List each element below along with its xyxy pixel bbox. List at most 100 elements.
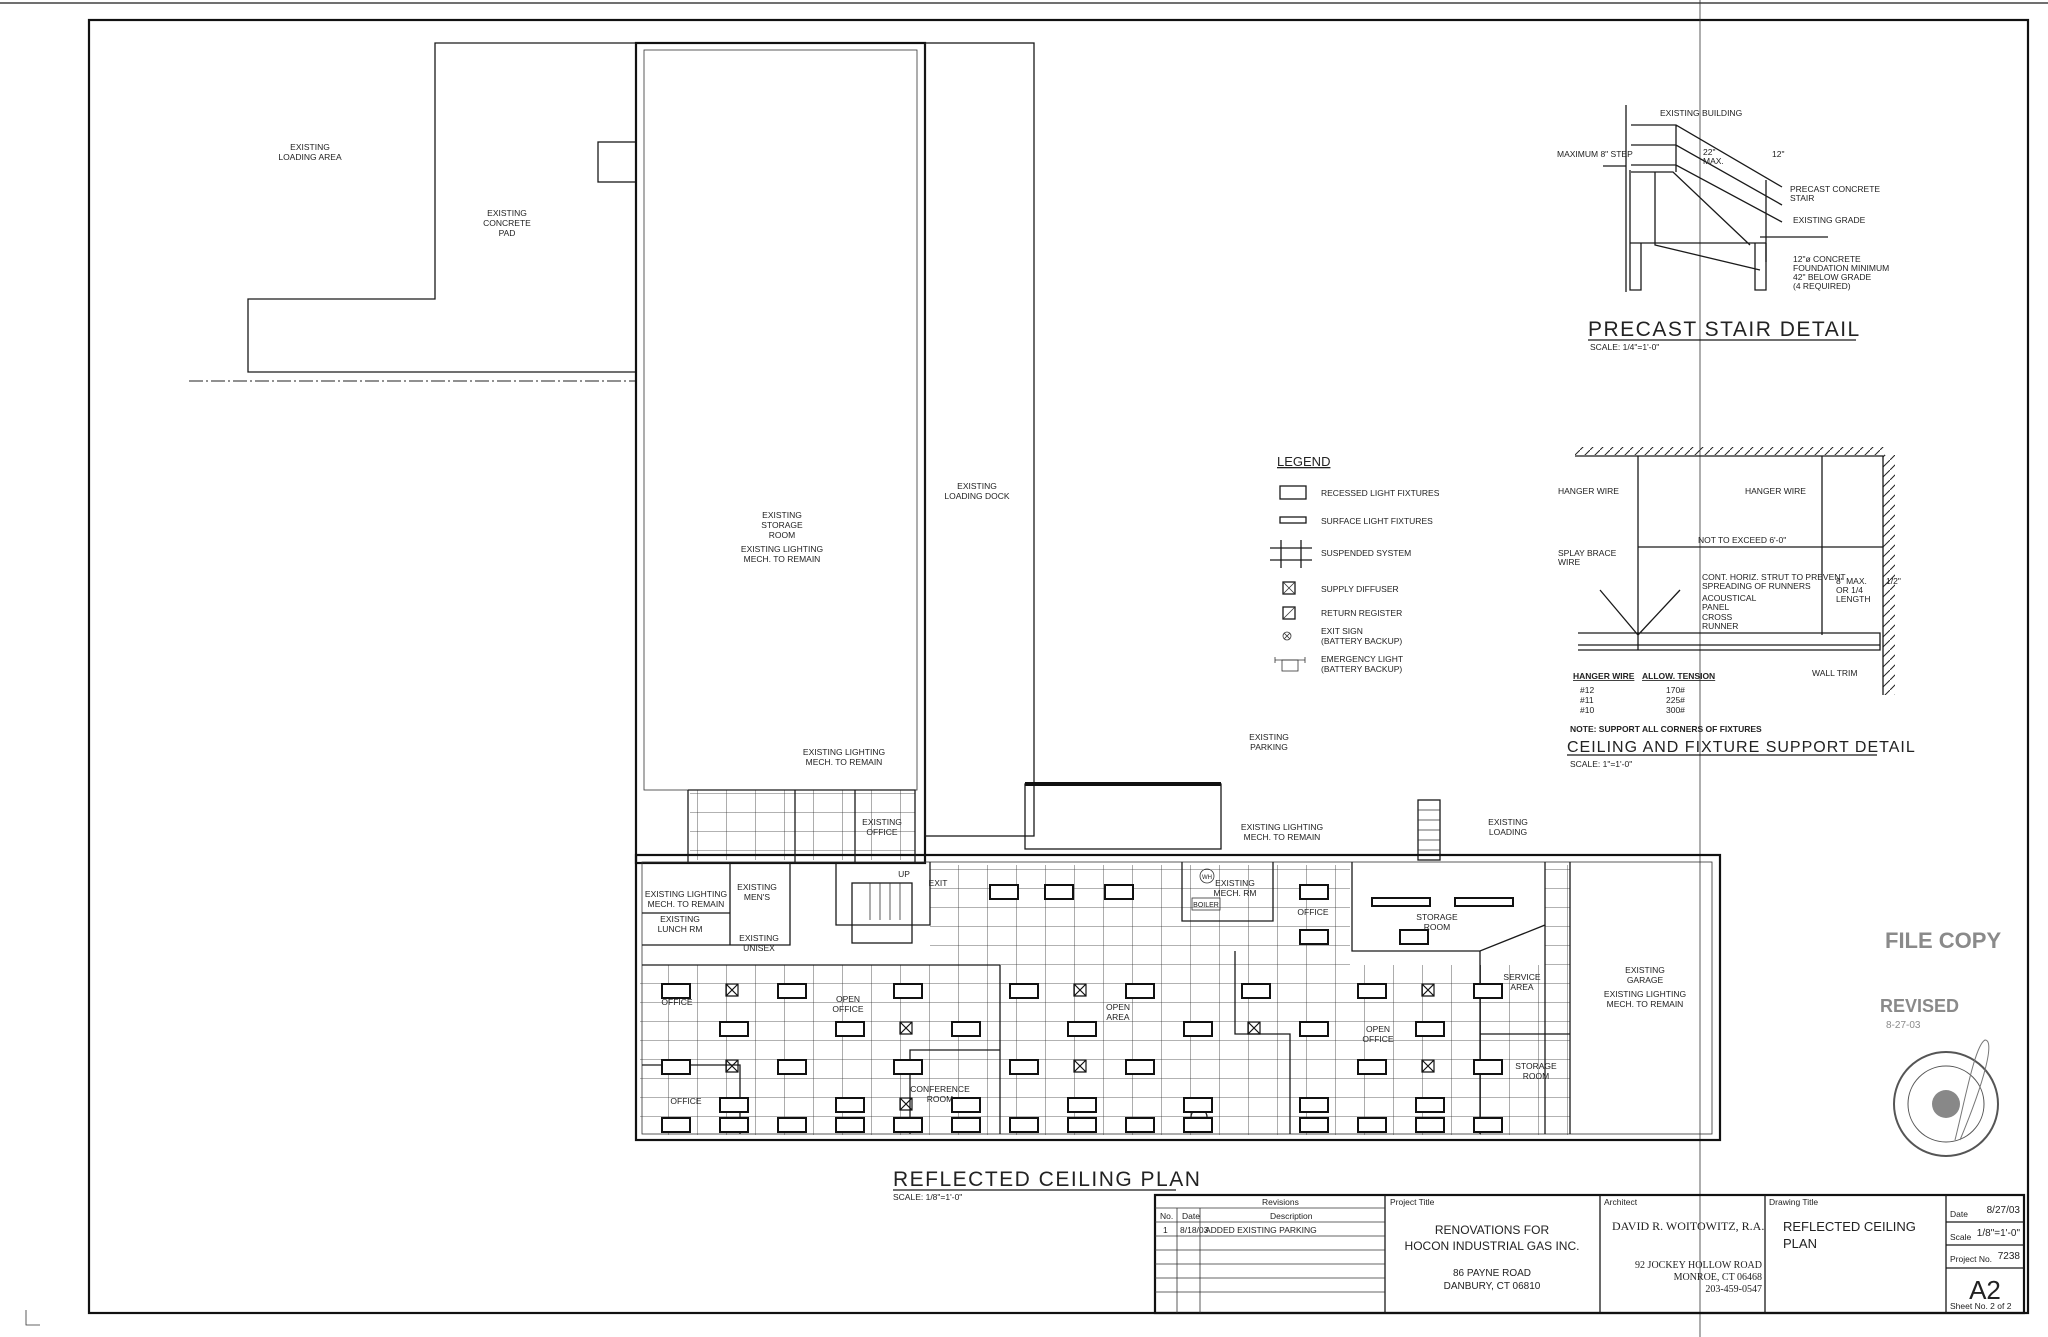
architect-address-1: 92 JOCKEY HOLLOW ROAD bbox=[1635, 1260, 1762, 1271]
supply-diffuser bbox=[725, 1059, 739, 1073]
revisions-header: Revisions bbox=[1262, 1197, 1299, 1207]
precast-stair-detail: EXISTING BUILDING MAXIMUM 8" STEP 22"MAX… bbox=[1557, 105, 1889, 352]
architect-caption: Architect bbox=[1604, 1197, 1638, 1207]
recessed-light-fixture bbox=[1415, 1021, 1445, 1037]
project-no-value: 7238 bbox=[1998, 1251, 2021, 1262]
legend-label-exit: EXIT SIGN(BATTERY BACKUP) bbox=[1321, 626, 1402, 646]
supply-diffuser bbox=[725, 983, 739, 997]
recessed-light-fixture bbox=[1415, 1097, 1445, 1113]
recessed-light-fixture bbox=[1299, 1117, 1329, 1133]
recessed-light-fixture bbox=[1067, 1097, 1097, 1113]
file-copy-stamp: FILE COPY bbox=[1885, 928, 2001, 953]
table-cell: #10 bbox=[1580, 705, 1594, 715]
recessed-light-fixture bbox=[1473, 983, 1503, 999]
sheet-number: A2 bbox=[1969, 1275, 2001, 1305]
storage-building-inner bbox=[643, 49, 918, 791]
water-heater-icon bbox=[1199, 868, 1215, 884]
label-office-1: OFFICE bbox=[661, 997, 692, 1007]
revised-stamp: REVISED bbox=[1880, 996, 1959, 1016]
legend-label-emergency: EMERGENCY LIGHT(BATTERY BACKUP) bbox=[1321, 654, 1403, 674]
recessed-light-fixture bbox=[951, 1097, 981, 1113]
table-header-wire: HANGER WIRE bbox=[1573, 671, 1635, 681]
pad-block bbox=[597, 141, 637, 183]
project-name-2: HOCON INDUSTRIAL GAS INC. bbox=[1405, 1239, 1580, 1253]
recessed-light-fixture bbox=[1357, 1117, 1387, 1133]
date-value: 8/27/03 bbox=[1987, 1205, 2021, 1216]
wall-hatch bbox=[1883, 455, 1895, 695]
stair-detail-scale: SCALE: 1/4"=1'-0" bbox=[1590, 342, 1659, 352]
table-cell: 170# bbox=[1666, 685, 1685, 695]
note-max-step: MAXIMUM 8" STEP bbox=[1557, 149, 1633, 159]
recessed-light-fixture bbox=[777, 1059, 807, 1075]
architect-seal bbox=[1893, 1039, 1999, 1157]
project-address-1: 86 PAYNE ROAD bbox=[1453, 1268, 1531, 1279]
supply-diffuser bbox=[1073, 983, 1087, 997]
label-up: UP bbox=[898, 869, 910, 879]
recessed-light-fixture bbox=[1299, 929, 1329, 945]
revisions-col-no: No. bbox=[1160, 1211, 1173, 1221]
note-22-max: 22"MAX. bbox=[1703, 147, 1724, 166]
recessed-light-fixture bbox=[1299, 1021, 1329, 1037]
note-hanger-right: HANGER WIRE bbox=[1745, 486, 1806, 496]
interior-stair bbox=[851, 882, 913, 944]
supply-diffuser bbox=[1421, 1059, 1435, 1073]
recessed-light-fixture bbox=[1241, 983, 1271, 999]
legend-label-return: RETURN REGISTER bbox=[1321, 608, 1402, 618]
drawing-caption: Drawing Title bbox=[1769, 1197, 1818, 1207]
recessed-light-fixture bbox=[835, 1021, 865, 1037]
ceiling-grid-service bbox=[1545, 865, 1570, 965]
note-not-exceed: NOT TO EXCEED 6'-0" bbox=[1698, 535, 1786, 545]
ceiling-detail-title: CEILING AND FIXTURE SUPPORT DETAIL bbox=[1567, 739, 1916, 756]
upper-rooms-walls bbox=[687, 789, 916, 862]
recessed-light-fixture bbox=[1044, 884, 1074, 900]
stair-section bbox=[1603, 105, 1767, 292]
legend-label-suspended: SUSPENDED SYSTEM bbox=[1321, 548, 1411, 558]
revisions-col-desc: Description bbox=[1270, 1211, 1313, 1221]
recessed-light-fixture bbox=[661, 983, 691, 999]
stair-railing bbox=[1631, 124, 1828, 262]
revision-desc: ADDED EXISTING PARKING bbox=[1205, 1225, 1317, 1235]
recessed-light-fixture bbox=[951, 1117, 981, 1133]
table-header-tension: ALLOW. TENSION bbox=[1642, 671, 1715, 681]
recessed-light-fixture bbox=[661, 1117, 691, 1133]
note-hanger-left: HANGER WIRE bbox=[1558, 486, 1619, 496]
supply-diffuser bbox=[1073, 1059, 1087, 1073]
label-exit: EXIT bbox=[929, 878, 948, 888]
scale-value: 1/8"=1'-0" bbox=[1977, 1228, 2021, 1239]
recessed-light-fixture bbox=[1415, 1117, 1445, 1133]
drawing-title-2: PLAN bbox=[1783, 1236, 1817, 1251]
recessed-light-fixture bbox=[1125, 1117, 1155, 1133]
recessed-light-fixture bbox=[719, 1097, 749, 1113]
label-office-3: OFFICE bbox=[1297, 907, 1328, 917]
architect-phone: 203-459-0547 bbox=[1705, 1284, 1762, 1295]
suspended-system-icon bbox=[1270, 540, 1312, 568]
recessed-light-fixture bbox=[1067, 1117, 1097, 1133]
recessed-light-fixture bbox=[661, 1059, 691, 1075]
drawing-title-1: REFLECTED CEILING bbox=[1783, 1219, 1916, 1234]
mech-room-walls bbox=[1181, 862, 1274, 922]
surface-light-icon bbox=[1279, 516, 1307, 524]
revisions-grid bbox=[1155, 1207, 1385, 1313]
recessed-light-fixture bbox=[777, 1117, 807, 1133]
project-no-label: Project No. bbox=[1950, 1254, 1992, 1264]
recessed-light-fixture bbox=[719, 1021, 749, 1037]
recessed-light-fixture bbox=[1183, 1097, 1213, 1113]
recessed-light-fixture bbox=[1183, 1117, 1213, 1133]
partition-walls bbox=[1234, 862, 1571, 1134]
title-block: Revisions No. Date Description 1 8/18/03… bbox=[1153, 1193, 2026, 1315]
ceiling-detail-scale: SCALE: 1"=1'-0" bbox=[1570, 759, 1632, 769]
architect-info: DAVID R. WOITOWITZ, R.A. 92 JOCKEY HOLLO… bbox=[1612, 1219, 1764, 1295]
ceiling-notes: HANGER WIRE HANGER WIRE NOT TO EXCEED 6'… bbox=[1558, 486, 1901, 734]
legend-labels: RECESSED LIGHT FIXTURES SURFACE LIGHT FI… bbox=[1321, 488, 1440, 674]
